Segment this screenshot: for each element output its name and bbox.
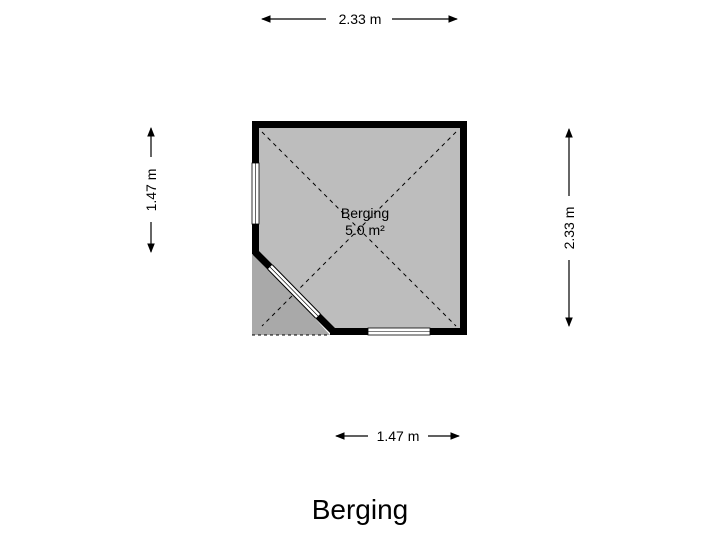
room-name: Berging xyxy=(341,205,389,221)
window-chamfer xyxy=(267,264,321,319)
room-area: 5.0 m² xyxy=(345,222,385,238)
dimension-top: 2.33 m xyxy=(261,11,458,27)
walls xyxy=(252,121,467,335)
room-diagonals xyxy=(261,131,457,327)
dimension-bottom-label: 1.47 m xyxy=(377,428,420,444)
plan-title: Berging xyxy=(311,494,409,525)
dimension-left-label: 1.47 m xyxy=(143,169,159,212)
window-left xyxy=(251,162,260,225)
window-bottom xyxy=(367,327,431,336)
dimension-top-label: 2.33 m xyxy=(339,11,382,27)
dimension-bottom: 1.47 m xyxy=(335,428,460,444)
room-floor xyxy=(256,126,462,330)
dimension-right: 2.33 m xyxy=(561,128,577,327)
dimension-right-label: 2.33 m xyxy=(561,207,577,250)
dimension-left: 1.47 m xyxy=(143,127,159,253)
